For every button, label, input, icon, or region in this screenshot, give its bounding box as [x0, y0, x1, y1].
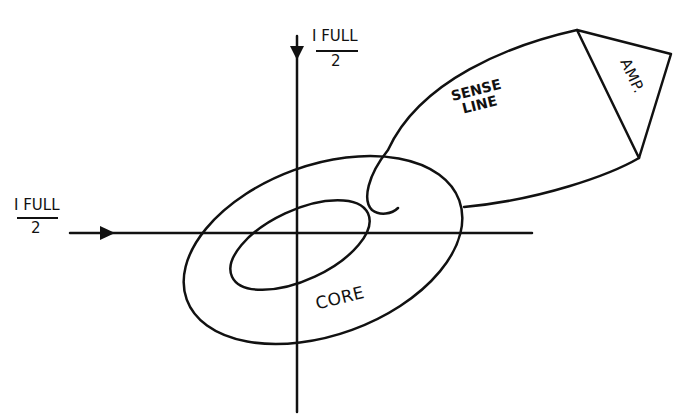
fraction-bar: [17, 217, 58, 219]
fraction-denominator: 2: [331, 53, 341, 70]
core-outer-edge: [158, 121, 489, 380]
amplifier-triangle-outline: [575, 26, 675, 162]
horizontal-axis: [70, 232, 532, 235]
core-torus: CORE: [180, 150, 470, 350]
axis-arrowhead: [290, 46, 304, 60]
amplifier-outline: [577, 30, 671, 158]
axis-arrowhead: [100, 226, 115, 240]
vertical-axis: [296, 36, 299, 412]
current-label: I FULL: [14, 197, 60, 214]
current-label: I FULL: [312, 28, 358, 45]
core-torus-outline: [180, 150, 470, 350]
fraction-denominator: 2: [31, 220, 41, 237]
core-label: CORE: [314, 283, 367, 313]
sense-line-label: SENSE LINE: [443, 74, 513, 121]
fraction-bar: [316, 50, 358, 52]
amplifier-triangle: AMP.: [575, 26, 675, 162]
